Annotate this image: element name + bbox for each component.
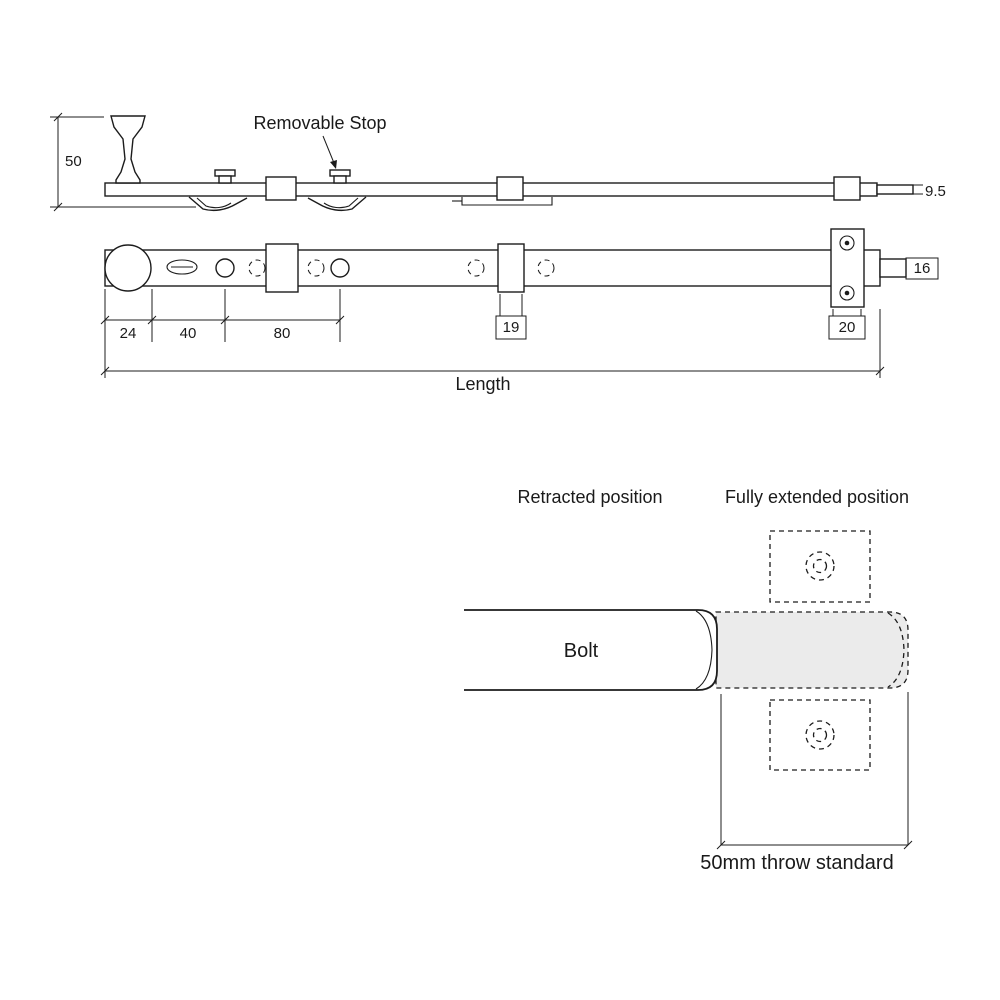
leader-arrowhead-icon (330, 160, 337, 169)
dimension-length: Length (100, 309, 885, 394)
removable-stop-2 (329, 169, 351, 184)
bolt-extended-position (715, 611, 909, 689)
dim-80-text: 80 (274, 325, 291, 342)
lug-screw-hole (839, 235, 855, 251)
removable-stop-1 (214, 169, 236, 184)
guide-keep-side-3 (833, 176, 861, 201)
dim-50-text: 50 (65, 153, 82, 170)
bolt-tip-curve (695, 610, 713, 690)
screw-hole-hidden (537, 259, 555, 277)
dimension-pin-width: 16 (905, 257, 939, 280)
screw-hole-hidden (248, 259, 266, 277)
screw-hole (215, 258, 235, 278)
plan-view: 16 24 40 80 19 20 (100, 228, 939, 394)
bolt-pin-plan (879, 258, 907, 278)
slide-clip-middle (452, 197, 553, 206)
bolt-bar-side (104, 182, 878, 197)
screw-hole-hidden (467, 259, 485, 277)
guide-keep-plan-1 (265, 243, 299, 293)
dimension-knob-height: 50 (50, 112, 196, 212)
extended-position-label: Fully extended position (725, 487, 909, 507)
dim-9-5-text: 9.5 (925, 183, 946, 200)
brand-logo (166, 259, 198, 275)
spring-clip-left (188, 196, 248, 212)
spring-clip-right (307, 196, 367, 212)
dim-20-text: 20 (839, 319, 856, 336)
dimension-throw: 50mm throw standard (700, 692, 913, 874)
guide-keep-side-1 (265, 176, 297, 201)
removable-stop-label: Removable Stop (253, 113, 386, 133)
removable-stop-callout: Removable Stop (253, 113, 387, 169)
dim-16-text: 16 (914, 260, 931, 277)
knob-plan (104, 244, 152, 292)
dim-19-text: 19 (503, 319, 520, 336)
screw-hole (330, 258, 350, 278)
bolt-label: Bolt (564, 640, 599, 662)
knob-side (110, 115, 146, 184)
dimension-chain: 24 40 80 (100, 289, 345, 378)
dim-24-text: 24 (120, 325, 137, 342)
dimension-end-bracket: 20 (828, 309, 866, 340)
bolt-pin-side (876, 184, 914, 195)
side-elevation-view: 50 9.5 (50, 112, 946, 212)
keep-plate-bottom (769, 699, 871, 771)
throw-standard-label: 50mm throw standard (700, 852, 893, 874)
guide-keep-side-2 (496, 176, 524, 201)
length-label: Length (455, 374, 510, 394)
lug-screw-hole (839, 285, 855, 301)
throw-detail: Retracted position Fully extended positi… (464, 487, 913, 874)
dim-40-text: 40 (180, 325, 197, 342)
retracted-position-label: Retracted position (517, 487, 662, 507)
dimension-pin-thickness: 9.5 (913, 183, 946, 200)
bolt-extended-tip-curve (887, 612, 905, 688)
guide-keep-plan-2 (497, 243, 525, 293)
keep-screw-hole (805, 720, 835, 750)
screw-hole-hidden (307, 259, 325, 277)
end-bracket (830, 228, 865, 308)
keep-plate-top (769, 530, 871, 603)
dimension-guide-width: 19 (495, 294, 527, 340)
bolt-body (464, 609, 718, 691)
keep-screw-hole (805, 551, 835, 581)
